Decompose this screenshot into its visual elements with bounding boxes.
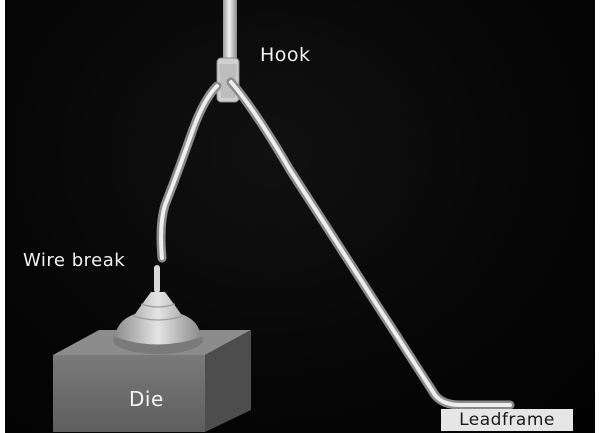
ball-bond	[113, 292, 203, 354]
hook-label: Hook	[260, 44, 311, 66]
wire-to-break	[156, 81, 222, 263]
die-block	[53, 330, 251, 432]
wire-to-leadframe	[226, 77, 515, 410]
wire-pull-test-scene: Hook Wire break Die Leadframe	[5, 0, 595, 433]
leadframe-label: Leadframe	[441, 409, 573, 431]
wire-pull-diagram	[53, 0, 515, 432]
wire-break-label: Wire break	[23, 250, 126, 271]
die-label: Die	[129, 387, 164, 411]
